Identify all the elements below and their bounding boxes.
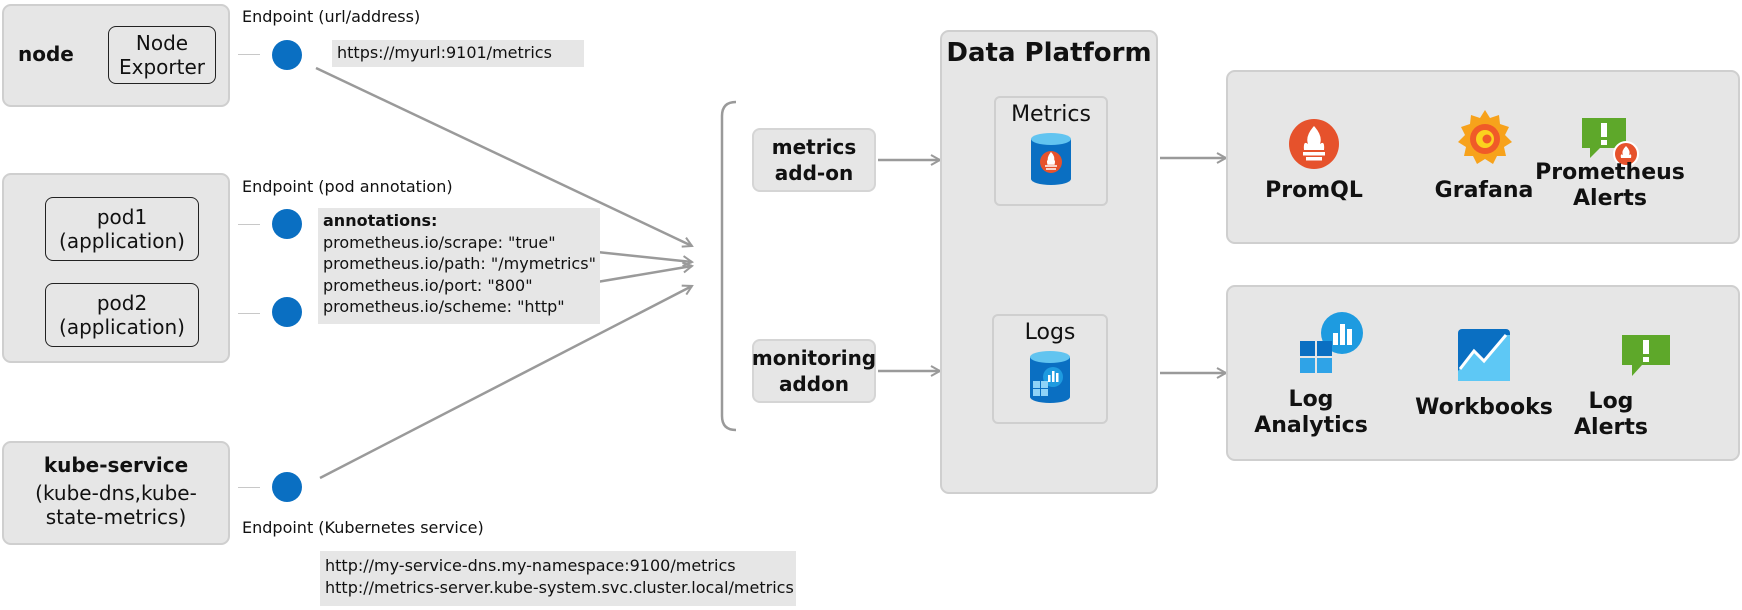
node-label: node bbox=[18, 42, 74, 66]
annotation-line: prometheus.io/port: "800" bbox=[323, 275, 533, 295]
monitoring-addon-box: monitoring addon bbox=[752, 339, 876, 403]
logs-store: Logs bbox=[992, 314, 1108, 424]
metric-tool-label: Prometheus Alerts bbox=[1535, 160, 1685, 212]
pod1-endpoint-stub bbox=[238, 224, 260, 225]
kube-service-panel: kube-service (kube-dns,kube-state-metric… bbox=[2, 441, 230, 545]
log-analytics-icon bbox=[1300, 312, 1363, 373]
metrics-addon-box: metrics add-on bbox=[752, 128, 876, 192]
grafana-icon bbox=[1458, 110, 1512, 164]
prometheus-alerts-icon bbox=[1582, 118, 1639, 167]
annotation-line: prometheus.io/scrape: "true" bbox=[323, 232, 556, 252]
metrics-database-icon bbox=[1031, 133, 1071, 185]
node-panel: node Node Exporter bbox=[2, 4, 230, 107]
log-tools-panel: Log Analytics Workbooks Log Alerts bbox=[1226, 285, 1740, 461]
logs-database-icon bbox=[1030, 351, 1070, 403]
metrics-addon-label: metrics add-on bbox=[771, 135, 857, 185]
pod2-endpoint-dot bbox=[272, 297, 302, 327]
kube-service-title: kube-service bbox=[43, 453, 189, 477]
kube-endpoint-stub bbox=[238, 487, 260, 488]
node-endpoint-dot bbox=[272, 40, 302, 70]
prometheus-icon bbox=[1289, 119, 1339, 169]
log-tool-label: Workbooks bbox=[1415, 395, 1553, 420]
addon-bracket bbox=[720, 100, 737, 432]
logs-store-label: Logs bbox=[1024, 320, 1076, 345]
annotations-heading: annotations: bbox=[323, 211, 438, 230]
pod2-box: pod2 (application) bbox=[45, 283, 199, 347]
endpoint-url-value: https://myurl:9101/metrics bbox=[332, 40, 584, 67]
annotation-line: prometheus.io/scheme: "http" bbox=[323, 297, 565, 317]
annotation-line: prometheus.io/path: "/mymetrics" bbox=[323, 254, 596, 274]
arrow-kube-to-addons bbox=[319, 286, 692, 480]
kube-endpoint-dot bbox=[272, 472, 302, 502]
service-endpoint-line: http://my-service-dns.my-namespace:9100/… bbox=[325, 556, 736, 575]
log-tool-label: Log Alerts bbox=[1574, 389, 1648, 441]
pod2-endpoint-stub bbox=[238, 313, 260, 314]
log-tool-label: Log Analytics bbox=[1254, 387, 1368, 439]
arrow-pod2-to-addons bbox=[596, 266, 692, 284]
pod1-box: pod1 (application) bbox=[45, 197, 199, 261]
service-endpoint-line: http://metrics-server.kube-system.svc.cl… bbox=[325, 577, 794, 597]
data-platform-panel: Data Platform Metrics Logs bbox=[940, 30, 1158, 494]
arrow-pod1-to-addons bbox=[596, 250, 692, 262]
node-exporter-box: Node Exporter bbox=[108, 26, 216, 84]
metric-tools-panel: PromQL Grafana Prometheus Alerts bbox=[1226, 70, 1740, 244]
metrics-store: Metrics bbox=[994, 96, 1108, 206]
pods-panel: pod1 (application) pod2 (application) bbox=[2, 173, 230, 363]
monitoring-addon-label: monitoring addon bbox=[751, 346, 877, 396]
service-endpoints-box: http://my-service-dns.my-namespace:9100/… bbox=[320, 551, 796, 606]
pod-annotations-box: annotations: prometheus.io/scrape: "true… bbox=[318, 208, 600, 324]
log-alerts-icon bbox=[1622, 335, 1670, 376]
arrow-node-to-addons bbox=[315, 66, 692, 246]
metric-tool-label: PromQL bbox=[1265, 178, 1363, 203]
endpoint-url-label: Endpoint (url/address) bbox=[242, 7, 421, 26]
workbooks-icon bbox=[1458, 329, 1510, 381]
data-platform-title: Data Platform bbox=[946, 38, 1152, 68]
pod1-endpoint-dot bbox=[272, 209, 302, 239]
endpoint-pod-label: Endpoint (pod annotation) bbox=[242, 177, 453, 196]
metrics-store-label: Metrics bbox=[1011, 102, 1091, 127]
metric-tool-label: Grafana bbox=[1434, 178, 1534, 203]
node-endpoint-stub bbox=[238, 54, 260, 55]
kube-service-detail: (kube-dns,kube-state-metrics) bbox=[35, 481, 197, 529]
endpoint-service-label: Endpoint (Kubernetes service) bbox=[242, 518, 484, 537]
